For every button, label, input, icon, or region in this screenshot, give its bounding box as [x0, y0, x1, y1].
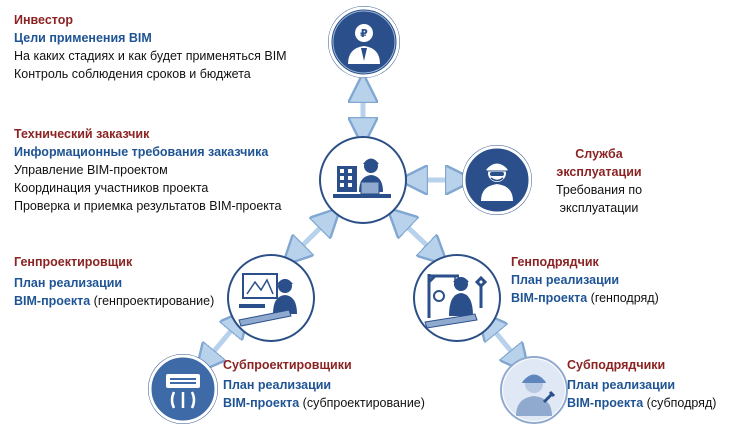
worker-with-wrench-icon	[503, 359, 565, 421]
operations-line-1: Требования по	[555, 183, 643, 197]
arrow-tech-customer-general-designer	[293, 218, 330, 255]
general-designer-goal-line-2-row: BIM-проекта (генпроектирование)	[14, 292, 214, 310]
investor-role: Инвестор	[14, 13, 74, 27]
arrow-general-designer-sub-designers	[205, 320, 240, 362]
investor-block: Инвестор Цели применения BIM На каких ст…	[14, 11, 287, 83]
operations-role-line-1: Служба	[575, 147, 623, 161]
general-designer-role: Генпроектировщик	[14, 255, 133, 269]
investor-goal: Цели применения BIM	[14, 31, 152, 45]
operations-block: Служба эксплуатации Требования по эксплу…	[540, 145, 658, 217]
ventilation-unit-icon	[148, 354, 218, 424]
general-designer-node	[227, 254, 315, 342]
sub-contractors-role: Субподрядчики	[567, 358, 666, 372]
maintenance-worker-icon	[462, 145, 532, 215]
general-designer-block: Генпроектировщик План реализации BIM-про…	[14, 253, 214, 310]
tech-customer-goal: Информационные требования заказчика	[14, 145, 269, 159]
general-designer-suffix: (генпроектирование)	[90, 294, 215, 308]
sub-contractors-goal-line-2: BIM-проекта	[567, 396, 644, 410]
builder-with-crane-icon	[424, 274, 488, 329]
investor-node: ₽	[328, 6, 400, 78]
tech-customer-line-3: Проверка и приемка результатов BIM-проек…	[14, 199, 282, 213]
tech-customer-block: Технический заказчик Информационные треб…	[14, 125, 281, 215]
tech-customer-node	[319, 136, 407, 224]
tech-customer-line-2: Координация участников проекта	[14, 181, 209, 195]
general-contractor-role: Генподрядчик	[511, 255, 599, 269]
general-contractor-block: Генподрядчик План реализации BIM-проекта…	[511, 253, 659, 307]
sub-contractors-goal-line-2-row: BIM-проекта (субподряд)	[567, 394, 716, 412]
sub-designers-block: Субпроектировщики План реализации BIM-пр…	[223, 356, 425, 412]
general-designer-goal-line-2: BIM-проекта	[14, 294, 91, 308]
general-contractor-goal-line-1: План реализации	[511, 273, 620, 287]
sub-designers-suffix: (субпроектирование)	[299, 396, 425, 410]
investor-line-1: На каких стадиях и как будет применяться…	[14, 49, 287, 63]
designer-drawing-icon	[238, 273, 297, 327]
arrow-tech-customer-general-contractor	[398, 218, 437, 255]
general-contractor-goal-line-2: BIM-проекта	[511, 291, 588, 305]
sub-contractors-block: Субподрядчики План реализации BIM-проект…	[567, 356, 716, 412]
sub-contractors-node	[500, 356, 568, 424]
operations-node	[462, 145, 532, 215]
general-designer-goal-line-1: План реализации	[14, 276, 123, 290]
ruble-person-icon: ₽	[328, 6, 400, 78]
general-contractor-goal-line-2-row: BIM-проекта (генподряд)	[511, 289, 659, 307]
sub-contractors-goal-line-1: План реализации	[567, 378, 676, 392]
sub-contractors-suffix: (субподряд)	[643, 396, 717, 410]
general-contractor-suffix: (генподряд)	[587, 291, 659, 305]
svg-text:₽: ₽	[360, 27, 368, 40]
investor-line-2: Контроль соблюдения сроков и бюджета	[14, 67, 251, 81]
sub-designers-node	[148, 354, 218, 424]
sub-designers-goal-line-2-row: BIM-проекта (субпроектирование)	[223, 394, 425, 412]
operations-line-2: эксплуатации	[559, 201, 639, 215]
sub-designers-goal-line-1: План реализации	[223, 378, 332, 392]
arrow-general-contractor-sub-contractors	[487, 322, 520, 362]
sub-designers-role: Субпроектировщики	[223, 358, 352, 372]
tech-customer-line-1: Управление BIM-проектом	[14, 163, 168, 177]
sub-designers-goal-line-2: BIM-проекта	[223, 396, 300, 410]
engineer-at-desk-icon	[333, 158, 391, 198]
tech-customer-role: Технический заказчик	[14, 127, 150, 141]
general-contractor-node	[413, 254, 501, 342]
operations-role-line-2: эксплуатации	[556, 165, 642, 179]
